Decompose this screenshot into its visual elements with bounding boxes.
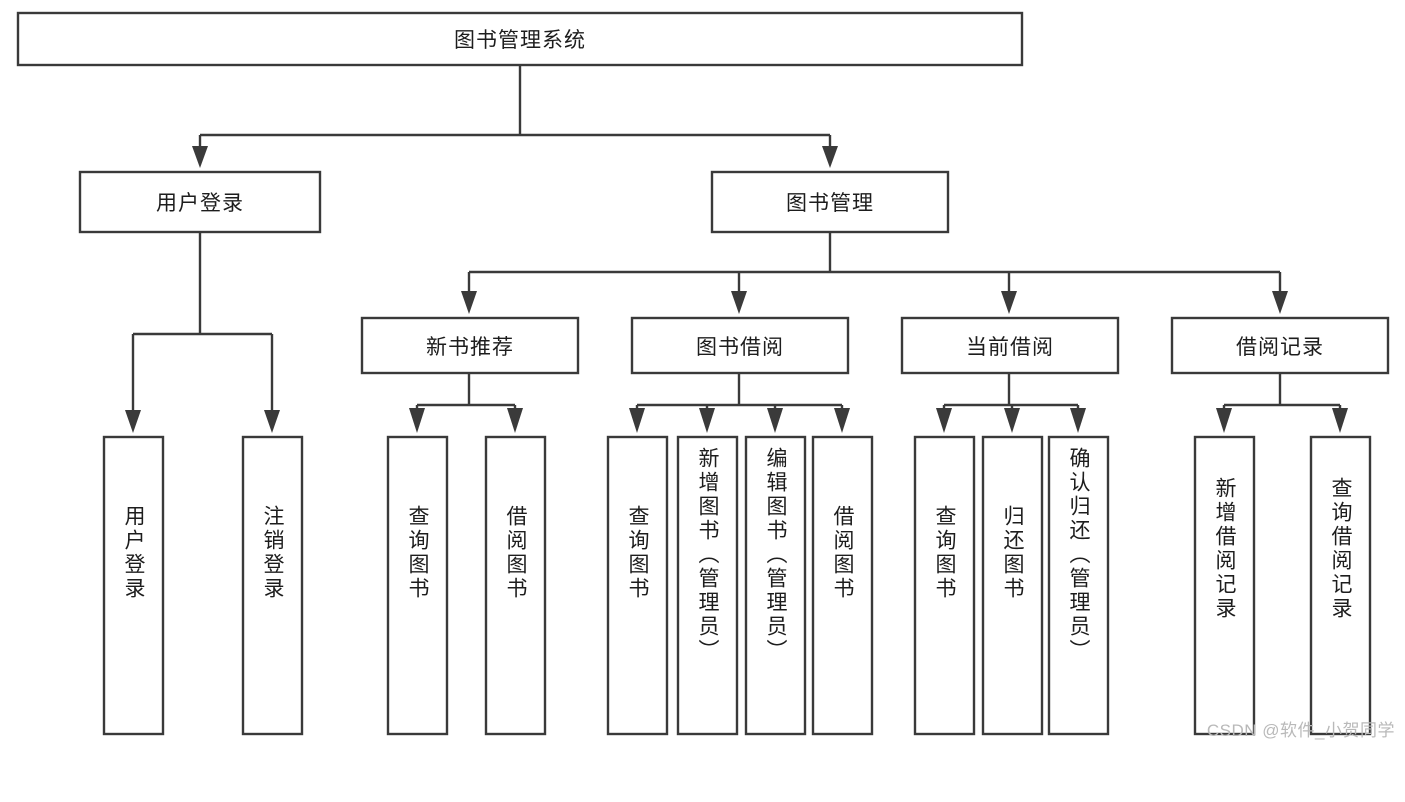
arrowhead-leaf-query-borrow-record: [1332, 408, 1348, 433]
node-leaf-borrow-book-recommend[interactable]: [484, 435, 547, 736]
connector-group-root-to-level2: [192, 65, 838, 168]
arrowhead-leaf-borrow-book-recommend: [507, 408, 523, 433]
connector-group-user-login-to-leaves: [125, 232, 280, 433]
connector-group-book-borrow-to-leaves: [629, 373, 850, 433]
arrowhead-leaf-edit-book-admin: [767, 408, 783, 433]
connector-group-new-book-recommend-to-leaves: [409, 373, 523, 433]
node-leaf-query-book-current[interactable]: [913, 435, 976, 736]
arrowhead-leaf-return-book: [1004, 408, 1020, 433]
arrowhead-book-borrow: [731, 291, 747, 314]
connector-group-book-management-to-level3: [461, 232, 1288, 314]
arrowhead-new-book-recommend: [461, 291, 477, 314]
node-current-borrow[interactable]: [900, 316, 1120, 375]
arrowhead-leaf-add-borrow-record: [1216, 408, 1232, 433]
arrowhead-leaf-borrow-book: [834, 408, 850, 433]
node-book-management[interactable]: [710, 170, 950, 234]
node-borrow-record[interactable]: [1170, 316, 1390, 375]
node-leaf-add-book-admin[interactable]: [676, 435, 739, 736]
node-leaf-logout[interactable]: [241, 435, 304, 736]
watermark-text: CSDN @软件_小贺同学: [1206, 721, 1395, 740]
arrowhead-user-login: [192, 146, 208, 168]
arrowhead-leaf-logout: [264, 410, 280, 433]
node-user-login[interactable]: [78, 170, 322, 234]
node-new-book-recommend[interactable]: [360, 316, 580, 375]
flowchart-svg: [16, 11, 1390, 736]
arrowhead-leaf-query-book-current: [936, 408, 952, 433]
connector-group-current-borrow-to-leaves: [936, 373, 1086, 433]
node-leaf-user-login[interactable]: [102, 435, 165, 736]
connector-group-borrow-record-to-leaves: [1216, 373, 1348, 433]
arrowhead-leaf-confirm-return-admin: [1070, 408, 1086, 433]
node-leaf-add-borrow-record[interactable]: [1193, 435, 1256, 736]
flowchart-canvas: 图书管理系统 用户登录 图书管理 新书推荐 图书借阅 当前借阅 借阅记录 用户登…: [16, 11, 1395, 740]
arrowhead-current-borrow: [1001, 291, 1017, 314]
node-root[interactable]: [16, 11, 1024, 67]
node-leaf-return-book[interactable]: [981, 435, 1044, 736]
arrowhead-leaf-query-book-borrow: [629, 408, 645, 433]
node-book-borrow[interactable]: [630, 316, 850, 375]
arrowhead-book-management: [822, 146, 838, 168]
node-leaf-confirm-return-admin[interactable]: [1047, 435, 1110, 736]
node-leaf-query-book-borrow[interactable]: [606, 435, 669, 736]
arrowhead-borrow-record: [1272, 291, 1288, 314]
node-leaf-query-book-recommend[interactable]: [386, 435, 449, 736]
node-leaf-edit-book-admin[interactable]: [744, 435, 807, 736]
arrowhead-leaf-query-book-recommend: [409, 408, 425, 433]
node-leaf-query-borrow-record[interactable]: [1309, 435, 1372, 736]
arrowhead-leaf-user-login: [125, 410, 141, 433]
arrowhead-leaf-add-book-admin: [699, 408, 715, 433]
node-leaf-borrow-book[interactable]: [811, 435, 874, 736]
